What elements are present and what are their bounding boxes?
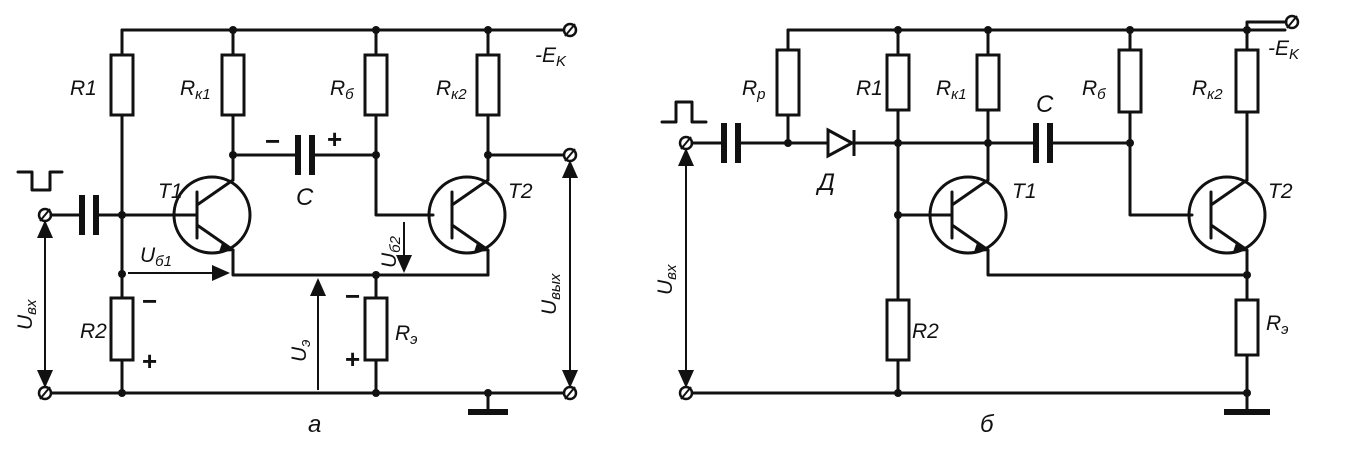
- b-label-t2: T2: [1268, 180, 1293, 203]
- svg-text:Rк2: Rк2: [436, 77, 467, 103]
- svg-text:-EK: -EK: [535, 44, 567, 70]
- svg-text:Rэ: Rэ: [1266, 312, 1289, 338]
- a-resistor-re: [363, 296, 389, 362]
- b-caption: б: [980, 411, 995, 438]
- svg-text:-EK: -EK: [1268, 37, 1300, 63]
- a-pulse-icon: [16, 170, 64, 192]
- svg-text:Rб: Rб: [1082, 77, 1106, 103]
- a-resistor-r1: [109, 53, 135, 117]
- svg-text:Uб1: Uб1: [140, 244, 172, 270]
- b-resistor-r1: [885, 53, 911, 112]
- svg-text:Rк2: Rк2: [1192, 77, 1223, 103]
- b-resistor-rp: [775, 48, 801, 117]
- diagram-b: [660, 14, 1300, 415]
- a-transistor-t2: [427, 175, 507, 255]
- b-label-diode: Д: [815, 169, 835, 196]
- a-label-r1: R1: [70, 77, 97, 100]
- a-label-t2: T2: [508, 180, 533, 203]
- b-label-r2: R2: [912, 320, 939, 343]
- svg-text:Uвх: Uвх: [654, 264, 680, 295]
- svg-text:+: +: [345, 344, 360, 374]
- svg-text:−: −: [345, 281, 360, 311]
- a-resistor-rk1: [220, 53, 246, 117]
- svg-text:Uвых: Uвых: [538, 273, 564, 315]
- svg-text:Uб2: Uб2: [378, 235, 404, 268]
- b-resistor-rk2: [1234, 48, 1260, 114]
- svg-text:−: −: [265, 126, 280, 156]
- b-label-t1: T1: [1012, 180, 1037, 203]
- svg-text:Rк1: Rк1: [936, 77, 967, 103]
- svg-text:Uэ: Uэ: [288, 339, 314, 362]
- svg-text:Rк1: Rк1: [180, 77, 211, 103]
- svg-text:Rб: Rб: [330, 77, 354, 103]
- b-label-r1: R1: [856, 77, 883, 100]
- svg-text:Uвх: Uвх: [14, 299, 40, 330]
- svg-text:Rр: Rр: [742, 77, 766, 103]
- a-label-r2: R2: [80, 320, 107, 343]
- a-resistor-rk2: [475, 53, 501, 117]
- b-resistor-re: [1234, 298, 1260, 357]
- b-transistor-t2: [1187, 175, 1267, 255]
- a-label-t1: T1: [158, 180, 183, 203]
- a-resistor-r2: [109, 296, 135, 362]
- b-pulse-icon: [660, 100, 708, 124]
- a-label-c: C: [296, 184, 314, 211]
- b-resistor-rb: [1117, 48, 1143, 114]
- b-label-c: C: [1036, 91, 1054, 118]
- b-resistor-rk1: [975, 53, 1001, 112]
- svg-text:+: +: [142, 346, 157, 376]
- b-diode: [826, 127, 856, 159]
- svg-text:+: +: [327, 124, 342, 154]
- b-resistor-r2: [885, 298, 911, 362]
- svg-text:−: −: [142, 286, 157, 316]
- diagram-a: [16, 22, 578, 415]
- svg-text:Rэ: Rэ: [395, 322, 418, 348]
- a-resistor-rb: [363, 53, 389, 117]
- a-caption: а: [308, 411, 321, 438]
